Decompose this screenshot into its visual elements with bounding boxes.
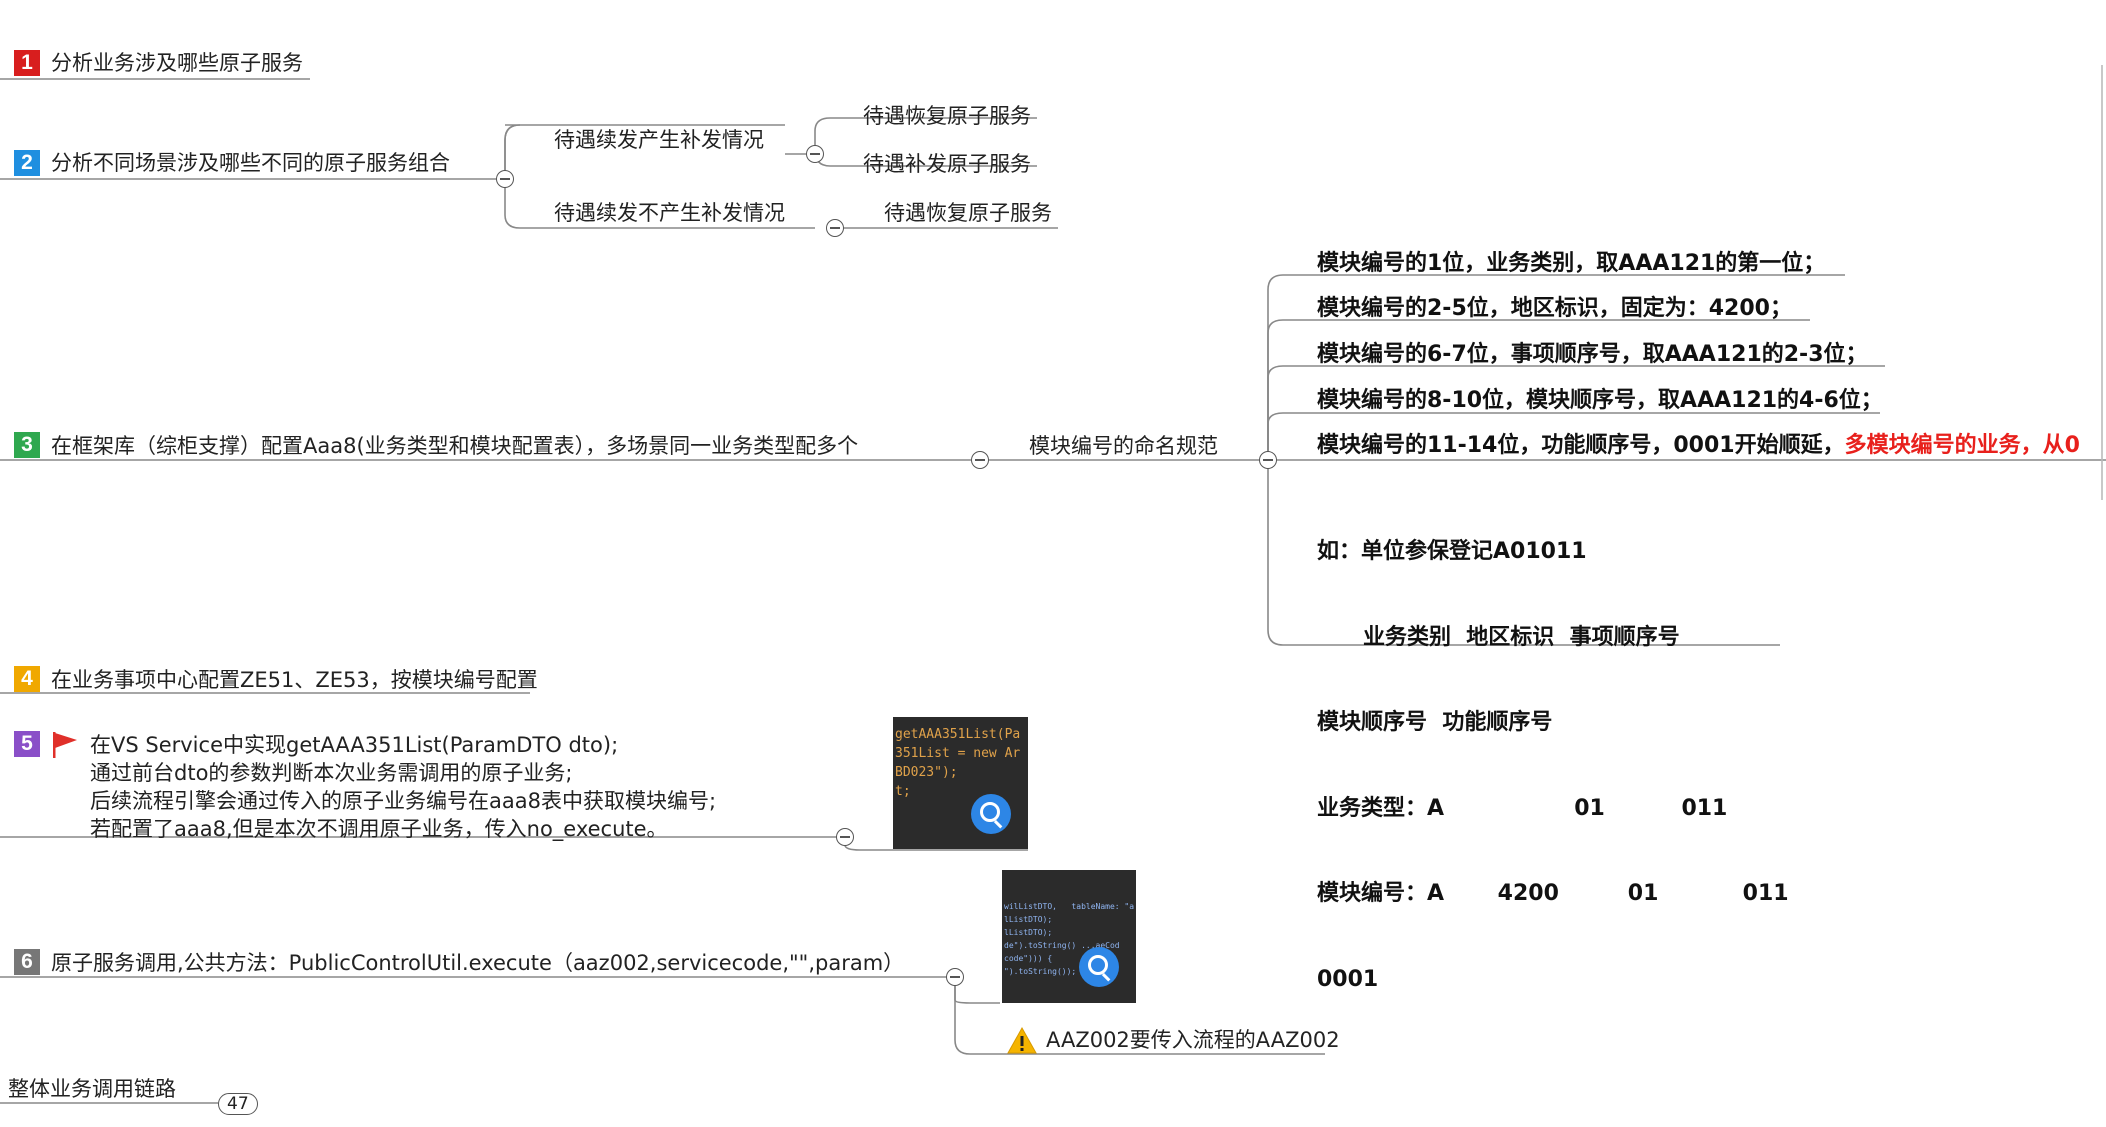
priority-3-badge: 3 [14, 432, 40, 458]
note-aaz002[interactable]: AAZ002要传入流程的AAZ002 [1046, 1028, 1340, 1052]
branch-2a-child-1[interactable]: 待遇恢复原子服务 [863, 104, 1031, 128]
naming-rule-1[interactable]: 模块编号的1位，业务类别，取AAA121的第一位； [1317, 251, 1826, 276]
branch-2b-label[interactable]: 待遇续发不产生补发情况 [554, 201, 785, 225]
code-line: lListDTO); [1004, 915, 1053, 924]
code-line: getAAA351List(Pa [895, 727, 1021, 742]
collapse-toggle-branch-2a[interactable] [806, 145, 824, 163]
naming-rule-label[interactable]: 模块编号的命名规范 [1029, 434, 1218, 458]
flag-icon [53, 732, 77, 758]
collapse-toggle-topic-6[interactable] [946, 968, 964, 986]
code-line: wilListDTO, tableName: "a [1004, 902, 1135, 911]
code-line: ").toString()); [1004, 967, 1077, 976]
priority-1-badge: 1 [14, 50, 40, 76]
naming-rule-5[interactable]: 模块编号的11-14位，功能顺序号，0001开始顺延，多模块编号的业务，从0 [1317, 433, 2080, 459]
topic-5-line: 若配置了aaa8,但是本次不调用原子业务，传入no_execute。 [90, 817, 668, 841]
branch-2a-child-2[interactable]: 待遇补发原子服务 [863, 152, 1031, 176]
warning-icon [1007, 1026, 1037, 1054]
zoom-icon[interactable] [971, 794, 1011, 834]
naming-rule-5-text: 模块编号的11-14位，功能顺序号，0001开始顺延， [1317, 433, 1845, 458]
priority-6-badge: 6 [14, 949, 40, 975]
collapse-toggle-branch-2b[interactable] [826, 219, 844, 237]
call-chain-label[interactable]: 整体业务调用链路 [8, 1077, 176, 1101]
thumbnail-code: getAAA351List(Pa 351List = new Ar BD023"… [895, 725, 1020, 801]
example-line: 业务类型：A 01 011 [1317, 795, 1728, 821]
naming-rule-4[interactable]: 模块编号的8-10位，模块顺序号，取AAA121的4-6位； [1317, 388, 1883, 413]
thumbnail-code: wilListDTO, tableName: "a lListDTO); lLi… [1004, 900, 1134, 978]
naming-rule-2[interactable]: 模块编号的2-5位，地区标识，固定为：4200； [1317, 296, 1792, 321]
code-thumbnail-topic-5[interactable]: getAAA351List(Pa 351List = new Ar BD023"… [893, 717, 1028, 849]
naming-rule-5-highlight: 多模块编号的业务，从0 [1844, 433, 2080, 458]
naming-rule-3[interactable]: 模块编号的6-7位，事项顺序号，取AAA121的2-3位； [1317, 342, 1868, 367]
example-line: 业务类别 地区标识 事项顺序号 [1317, 624, 1680, 650]
example-line: 模块顺序号 功能顺序号 [1317, 710, 1553, 735]
branch-2b-child-1[interactable]: 待遇恢复原子服务 [884, 201, 1052, 225]
code-line: code"))) { [1004, 954, 1053, 963]
topic-2-label[interactable]: 分析不同场景涉及哪些不同的原子服务组合 [51, 151, 450, 175]
topic-4-label[interactable]: 在业务事项中心配置ZE51、ZE53，按模块编号配置 [51, 668, 538, 692]
code-line: t; [895, 784, 911, 799]
example-line: 模块编号：A 4200 01 011 [1317, 881, 1789, 906]
code-line: 351List = new Ar [895, 746, 1021, 761]
collapse-toggle-topic-5[interactable] [836, 828, 854, 846]
zoom-icon[interactable] [1079, 947, 1119, 987]
priority-2-badge: 2 [14, 150, 40, 176]
topic-5-line: 后续流程引擎会通过传入的原子业务编号在aaa8表中获取模块编号; [90, 789, 717, 813]
topic-1-label[interactable]: 分析业务涉及哪些原子服务 [51, 51, 303, 75]
collapse-toggle-topic-2[interactable] [496, 170, 514, 188]
example-line: 0001 [1317, 966, 1379, 992]
topic-5-line: 通过前台dto的参数判断本次业务需调用的原子业务; [90, 761, 573, 785]
priority-5-badge: 5 [14, 731, 40, 757]
collapse-toggle-naming-rule[interactable] [1259, 451, 1277, 469]
priority-4-badge: 4 [14, 666, 40, 692]
branch-2a-label[interactable]: 待遇续发产生补发情况 [554, 128, 764, 152]
code-line: BD023"); [895, 765, 958, 780]
collapse-toggle-topic-3[interactable] [971, 451, 989, 469]
topic-5-line: 在VS Service中实现getAAA351List(ParamDTO dto… [90, 733, 619, 757]
code-line: de").toString() ...aeCod [1004, 941, 1120, 950]
topic-5-label[interactable]: 在VS Service中实现getAAA351List(ParamDTO dto… [90, 731, 716, 843]
code-line: lListDTO); [1004, 928, 1053, 937]
code-thumbnail-topic-6[interactable]: wilListDTO, tableName: "a lListDTO); lLi… [1002, 870, 1136, 1003]
topic-3-label[interactable]: 在框架库（综柜支撑）配置Aaa8(业务类型和模块配置表），多场景同一业务类型配多… [51, 434, 859, 458]
topic-6-label[interactable]: 原子服务调用,公共方法：PublicControlUtil.execute（aa… [51, 951, 905, 975]
naming-example[interactable]: 如：单位参保登记A01011 业务类别 地区标识 事项顺序号 模块顺序号 功能顺… [1317, 481, 1789, 1051]
example-line: 如：单位参保登记A01011 [1317, 539, 1587, 564]
collapsed-count-badge[interactable]: 47 [218, 1093, 258, 1115]
